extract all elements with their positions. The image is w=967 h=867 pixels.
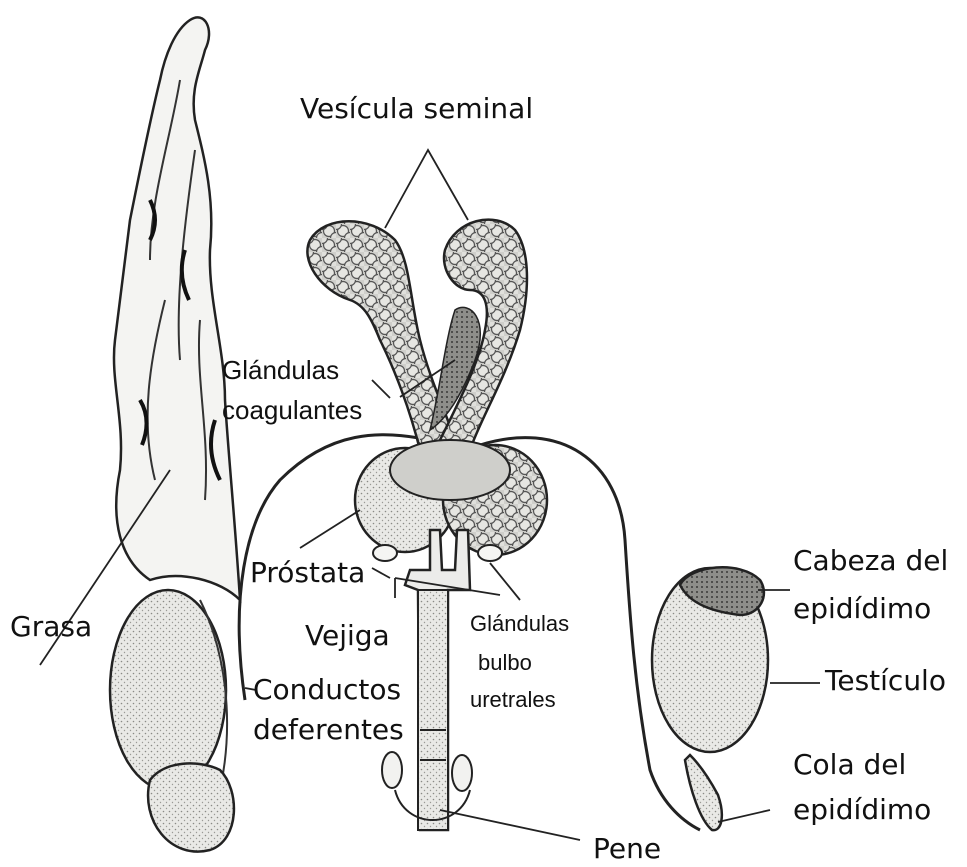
label-glandulas-coagulantes-2: coagulantes	[222, 395, 362, 425]
label-glandulas-bulbo-2: bulbo	[478, 650, 532, 676]
cauda-left	[148, 763, 234, 851]
bulbourethral-left	[382, 752, 402, 788]
label-vejiga: Vejiga	[305, 619, 390, 653]
label-conductos-1: Conductos	[253, 673, 401, 707]
label-glandulas-bulbo-1: Glándulas	[470, 611, 569, 637]
label-grasa: Grasa	[10, 610, 92, 644]
label-glandulas-coagulantes-1: Glándulas	[222, 355, 339, 385]
label-testiculo: Testículo	[825, 664, 946, 698]
fat-tissue-left	[114, 17, 240, 600]
label-cola-2: epidídimo	[793, 793, 931, 827]
label-conductos-2: deferentes	[253, 713, 404, 747]
label-prostata: Próstata	[250, 556, 365, 590]
label-cola-1: Cola del	[793, 748, 906, 782]
label-vesicula-seminal: Vesícula seminal	[300, 92, 533, 126]
bulbourethral-right	[452, 755, 472, 791]
label-cabeza-1: Cabeza del	[793, 544, 948, 578]
label-glandulas-bulbo-3: uretrales	[470, 687, 556, 713]
label-pene: Pene	[593, 832, 661, 866]
label-cabeza-2: epidídimo	[793, 592, 931, 626]
epididymis-tail	[685, 755, 722, 830]
